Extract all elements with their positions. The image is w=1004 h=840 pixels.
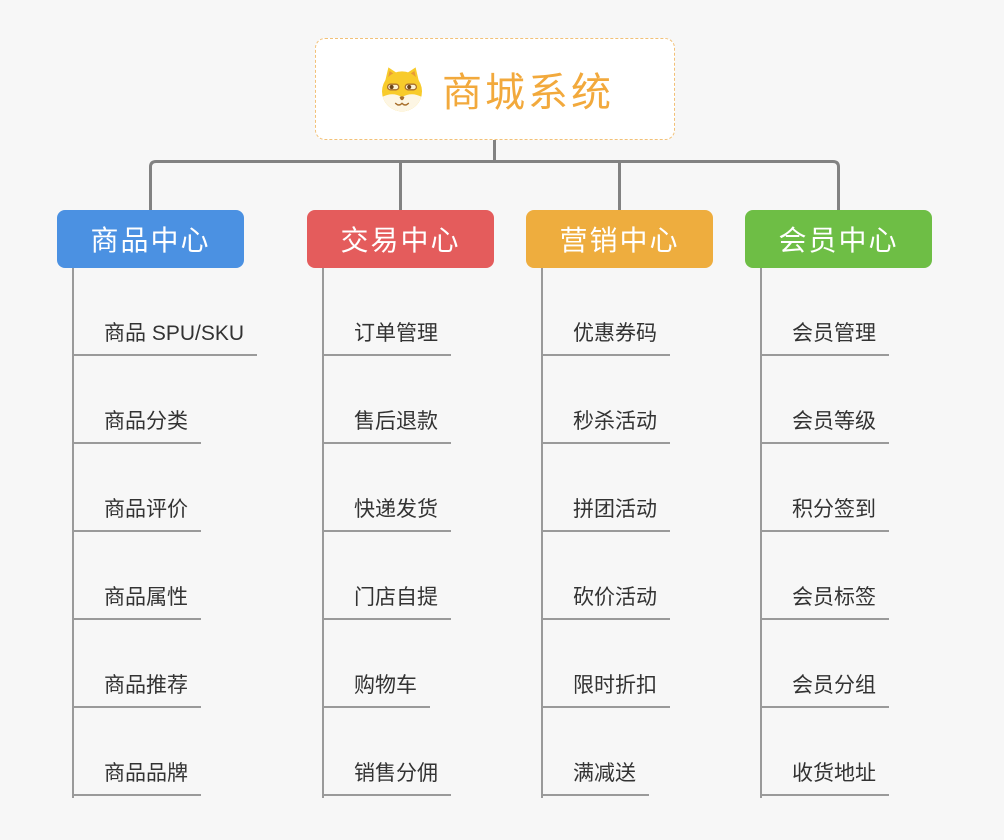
branch-item-label: 商品分类	[72, 405, 201, 444]
branch-item[interactable]: 砍价活动	[541, 532, 670, 620]
branch-label: 交易中心	[340, 225, 461, 256]
branch-item[interactable]: 门店自提	[322, 532, 451, 620]
branch-item[interactable]: 销售分佣	[322, 708, 451, 796]
branch-item[interactable]: 优惠券码	[541, 268, 670, 356]
branch-item-label: 砍价活动	[541, 581, 670, 620]
branch-item[interactable]: 商品 SPU/SKU	[72, 268, 258, 356]
branch-item-label: 积分签到	[760, 493, 889, 532]
branch-2: 交易中心 订单管理 售后退款 快递发货 门店自提 购物车 销售分佣	[307, 210, 537, 810]
outer-connector-line	[149, 160, 840, 210]
branch-item-label: 会员标签	[760, 581, 889, 620]
branch-item[interactable]: 秒杀活动	[541, 356, 670, 444]
branch-header[interactable]: 商品中心	[57, 210, 244, 268]
branch-item[interactable]: 商品推荐	[72, 620, 257, 708]
branch-item-label: 满减送	[541, 757, 649, 796]
branch-trunk-line	[322, 268, 324, 798]
branch-item[interactable]: 快递发货	[322, 444, 451, 532]
root-title: 商城系统	[442, 71, 614, 115]
branch-item[interactable]: 拼团活动	[541, 444, 670, 532]
branch-item-label: 拼团活动	[541, 493, 670, 532]
branch-4: 会员中心 会员管理 会员等级 积分签到 会员标签 会员分组 收货地址	[745, 210, 975, 810]
branch-item-label: 售后退款	[322, 405, 451, 444]
branch-1: 商品中心 商品 SPU/SKU 商品分类 商品评价 商品属性 商品推荐 商品品牌	[57, 210, 287, 810]
branch-item-label: 购物车	[322, 669, 430, 708]
branch-item[interactable]: 会员等级	[760, 356, 889, 444]
branch-item[interactable]: 订单管理	[322, 268, 451, 356]
branch-item-label: 会员管理	[760, 317, 889, 356]
branch-header[interactable]: 营销中心	[526, 210, 713, 268]
branch-item[interactable]: 收货地址	[760, 708, 889, 796]
branch-item-label: 商品评价	[72, 493, 201, 532]
branch-item-label: 商品推荐	[72, 669, 201, 708]
branch-item-label: 商品品牌	[72, 757, 201, 796]
branch-item-label: 优惠券码	[541, 317, 670, 356]
branch-item-label: 会员等级	[760, 405, 889, 444]
branch-item[interactable]: 积分签到	[760, 444, 889, 532]
branch-item-label: 商品属性	[72, 581, 201, 620]
branch-item-label: 秒杀活动	[541, 405, 670, 444]
branch-item[interactable]: 会员标签	[760, 532, 889, 620]
branch-item-label: 限时折扣	[541, 669, 670, 708]
branch-item-label: 商品 SPU/SKU	[72, 317, 258, 356]
branch-label: 营销中心	[559, 225, 680, 256]
branch-item[interactable]: 满减送	[541, 708, 670, 796]
root-node[interactable]: 商城系统	[315, 38, 675, 140]
branch-item[interactable]: 会员分组	[760, 620, 889, 708]
branch-3: 营销中心 优惠券码 秒杀活动 拼团活动 砍价活动 限时折扣 满减送	[526, 210, 756, 810]
branch-item-label: 会员分组	[760, 669, 889, 708]
branch-items: 优惠券码 秒杀活动 拼团活动 砍价活动 限时折扣 满减送	[541, 268, 670, 796]
branch-item[interactable]: 商品品牌	[72, 708, 257, 796]
branch-item-label: 收货地址	[760, 757, 889, 796]
branch-header[interactable]: 会员中心	[745, 210, 932, 268]
branch-items: 商品 SPU/SKU 商品分类 商品评价 商品属性 商品推荐 商品品牌	[72, 268, 258, 796]
branch-trunk-line	[541, 268, 543, 798]
branch-item[interactable]: 会员管理	[760, 268, 889, 356]
branch-item[interactable]: 购物车	[322, 620, 451, 708]
dog-face-icon	[382, 67, 422, 112]
branch-item[interactable]: 限时折扣	[541, 620, 670, 708]
branch-trunk-line	[760, 268, 762, 798]
branch-item-label: 快递发货	[322, 493, 451, 532]
branch-item-label: 订单管理	[322, 317, 451, 356]
branch-item-label: 销售分佣	[322, 757, 451, 796]
branch-trunk-line	[72, 268, 74, 798]
branch-item[interactable]: 商品分类	[72, 356, 257, 444]
branch-header[interactable]: 交易中心	[307, 210, 494, 268]
branch-item[interactable]: 商品评价	[72, 444, 257, 532]
branch-item-label: 门店自提	[322, 581, 451, 620]
branch-label: 会员中心	[778, 225, 899, 256]
branch-items: 订单管理 售后退款 快递发货 门店自提 购物车 销售分佣	[322, 268, 451, 796]
branch-item[interactable]: 商品属性	[72, 532, 257, 620]
branch-item[interactable]: 售后退款	[322, 356, 451, 444]
branch-label: 商品中心	[90, 225, 211, 256]
branch-items: 会员管理 会员等级 积分签到 会员标签 会员分组 收货地址	[760, 268, 889, 796]
